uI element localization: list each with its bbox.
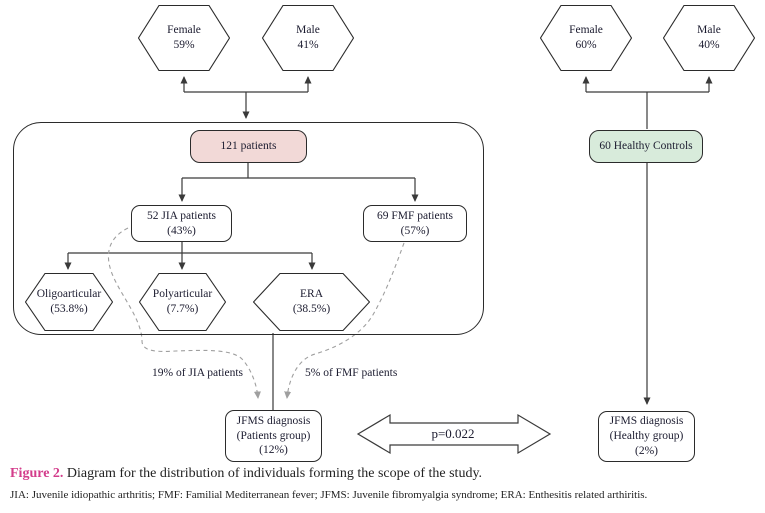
node-label: Male bbox=[697, 24, 721, 37]
node-value: 40% bbox=[698, 39, 720, 51]
node-text: Male 41% bbox=[262, 5, 354, 71]
node-label: Male bbox=[296, 24, 320, 37]
figure-caption: Figure 2. Diagram for the distribution o… bbox=[10, 466, 750, 482]
node-value: (43%) bbox=[167, 224, 196, 237]
node-value: (57%) bbox=[400, 224, 430, 237]
label-jia-to-jfms: 19% of JIA patients bbox=[152, 367, 244, 379]
node-label: Female bbox=[569, 24, 603, 37]
hexagon-shape bbox=[25, 273, 113, 331]
label-p-value: p=0.022 bbox=[431, 426, 475, 441]
figure-caption-text: Diagram for the distribution of individu… bbox=[66, 466, 483, 481]
hexagon-female-healthy: Female 60% bbox=[540, 5, 632, 71]
node-value: (2%) bbox=[635, 444, 658, 457]
figure-footnote: JIA: Juvenile idiopathic arthritis; FMF:… bbox=[10, 489, 648, 501]
node-text: Oligoarticular (53.8%) bbox=[25, 273, 113, 331]
node-text: Male 40% bbox=[663, 5, 755, 71]
node-sublabel: (Healthy group) bbox=[609, 430, 684, 443]
hexagon-shape bbox=[262, 5, 354, 71]
box-121-patients: 121 patients bbox=[190, 130, 307, 163]
node-text: Polyarticular (7.7%) bbox=[139, 273, 226, 331]
node-label: ERA bbox=[300, 288, 323, 301]
node-text: ERA (38.5%) bbox=[253, 273, 370, 331]
hexagon-shape bbox=[138, 5, 230, 71]
node-label: 52 JIA patients bbox=[147, 209, 216, 222]
hexagon-shape bbox=[139, 273, 226, 331]
hexagon-female-patients: Female 59% bbox=[138, 5, 230, 71]
node-text: Female 60% bbox=[540, 5, 632, 71]
figure-caption-label: Figure 2. bbox=[10, 466, 64, 481]
node-value: 41% bbox=[297, 39, 319, 51]
node-value: (38.5%) bbox=[292, 303, 331, 315]
node-label: 121 patients bbox=[220, 140, 277, 153]
box-jia-patients: 52 JIA patients (43%) bbox=[131, 205, 232, 242]
hexagon-oligoarticular: Oligoarticular (53.8%) bbox=[25, 273, 113, 331]
node-value: (12%) bbox=[259, 444, 288, 457]
node-value: (53.8%) bbox=[50, 303, 88, 315]
hexagon-era: ERA (38.5%) bbox=[253, 273, 370, 331]
node-value: (7.7%) bbox=[166, 303, 199, 315]
hexagon-shape bbox=[663, 5, 755, 71]
node-label: 69 FMF patients bbox=[376, 209, 454, 222]
node-value: 59% bbox=[173, 39, 195, 51]
node-value: 60% bbox=[575, 39, 597, 51]
hexagon-shape bbox=[540, 5, 632, 71]
box-fmf-patients: 69 FMF patients (57%) bbox=[363, 205, 467, 242]
edge-dashed-jia-to-jfms bbox=[107, 227, 261, 399]
node-label: 60 Healthy Controls bbox=[599, 140, 693, 153]
node-label: JFMS diagnosis bbox=[236, 414, 311, 427]
box-jfms-healthy: JFMS diagnosis (Healthy group) (2%) bbox=[598, 411, 695, 462]
node-text: Female 59% bbox=[138, 5, 230, 71]
double-arrow-p-value bbox=[356, 413, 552, 455]
hexagon-male-patients: Male 41% bbox=[262, 5, 354, 71]
node-label: Polyarticular bbox=[152, 288, 213, 301]
box-jfms-patients: JFMS diagnosis (Patients group) (12%) bbox=[225, 410, 322, 462]
hexagon-male-healthy: Male 40% bbox=[663, 5, 755, 71]
edge-patients-split-bar bbox=[182, 163, 415, 179]
hexagon-polyarticular: Polyarticular (7.7%) bbox=[139, 273, 226, 331]
hexagon-shape bbox=[253, 273, 370, 331]
node-label: Female bbox=[167, 24, 201, 37]
label-fmf-to-jfms: 5% of FMF patients bbox=[305, 367, 398, 379]
box-60-healthy-controls: 60 Healthy Controls bbox=[589, 130, 703, 163]
node-label: Oligoarticular bbox=[36, 288, 102, 301]
patients-group-frame bbox=[13, 122, 484, 335]
node-label: JFMS diagnosis bbox=[609, 415, 684, 428]
node-sublabel: (Patients group) bbox=[236, 429, 311, 442]
edge-dashed-fmf-to-jfms bbox=[284, 242, 405, 399]
